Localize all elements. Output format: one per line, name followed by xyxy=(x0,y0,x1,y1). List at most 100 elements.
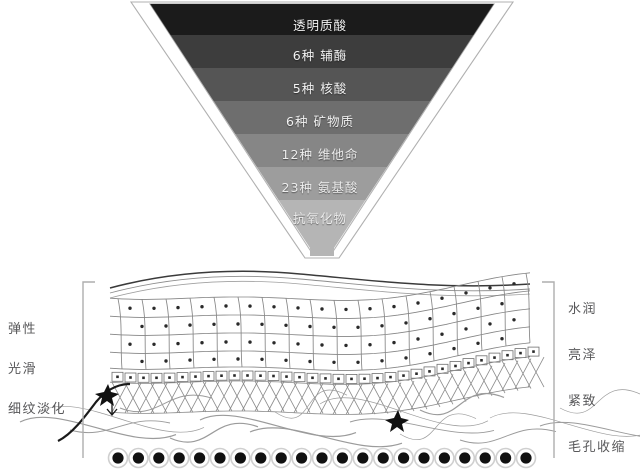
epidermis-nucleus xyxy=(512,318,516,322)
epidermis-nucleus xyxy=(176,341,180,346)
fat-cell xyxy=(189,447,210,469)
epidermis-cell-wall xyxy=(117,298,123,369)
epidermis-row-line xyxy=(109,326,531,355)
epidermis-cell-wall xyxy=(333,300,339,371)
epidermis-nucleus xyxy=(428,317,432,321)
epidermis-nucleus xyxy=(164,324,168,328)
funnel-band xyxy=(150,167,494,200)
epidermis-nucleus xyxy=(224,340,228,344)
collagen-strand xyxy=(267,381,285,412)
basal-cell xyxy=(293,372,306,383)
basal-cell xyxy=(423,366,436,377)
epidermis-nucleus xyxy=(296,342,300,346)
benefit-left-0: 弹性 xyxy=(8,322,38,337)
epidermis-nucleus xyxy=(224,304,228,308)
fat-cell xyxy=(209,447,231,469)
epidermis-cell-wall xyxy=(213,297,219,368)
funnel-band xyxy=(150,134,494,167)
basal-cell xyxy=(319,373,332,384)
fat-cell xyxy=(332,447,353,469)
basal-cell xyxy=(241,370,254,381)
benefit-right-0: 水润 xyxy=(568,302,598,317)
basal-cell xyxy=(358,373,371,384)
collagen-strand xyxy=(410,379,428,410)
epidermis-cell-wall xyxy=(525,273,531,343)
elastin-fiber xyxy=(249,427,403,448)
elastin-fiber xyxy=(419,392,505,416)
fibroblast-arrow xyxy=(106,402,118,417)
collagen-strand xyxy=(514,358,532,389)
funnel-graphic xyxy=(129,1,515,259)
epidermis-cell-wall xyxy=(189,298,195,369)
fibroblast-cell xyxy=(95,384,119,406)
epidermis-nucleus xyxy=(464,291,468,295)
epidermis-nucleus xyxy=(500,302,504,306)
epidermis-nucleus xyxy=(236,357,240,361)
epidermis-nucleus xyxy=(476,306,480,310)
epidermis-cell-wall xyxy=(165,298,171,369)
epidermis-nucleus xyxy=(320,307,324,311)
collagen-strand xyxy=(215,381,233,412)
fat-cell xyxy=(270,447,292,469)
epidermis-nucleus xyxy=(188,323,192,327)
elastin-fiber-network xyxy=(19,389,640,448)
collagen-strand xyxy=(163,382,181,414)
fat-cell xyxy=(393,447,414,469)
collagen-strand xyxy=(475,365,493,396)
epidermis-nucleus xyxy=(488,322,492,326)
collagen-strand xyxy=(436,374,454,405)
epidermis-nucleus xyxy=(308,324,312,329)
basal-cell xyxy=(527,346,540,357)
epidermis-nucleus xyxy=(212,322,216,326)
collagen-strand xyxy=(189,381,207,413)
skin-surface-line-2 xyxy=(109,275,531,294)
collagen-strand xyxy=(462,368,480,399)
basal-cell xyxy=(345,374,358,384)
collagen-strand xyxy=(111,382,129,413)
collagen-strand xyxy=(293,382,311,413)
funnel-band xyxy=(150,68,494,101)
epidermis-cell-wall xyxy=(285,298,291,369)
epidermis-nucleus xyxy=(164,359,168,363)
benefit-left-1: 光滑 xyxy=(8,362,38,377)
epidermis-nucleus xyxy=(356,325,360,329)
fat-cell xyxy=(107,447,129,469)
collagen-strand xyxy=(241,380,259,412)
basal-cell xyxy=(267,371,280,381)
epidermis-cell-wall xyxy=(477,281,483,351)
epidermis-nucleus xyxy=(512,282,516,286)
fat-cell xyxy=(168,447,190,469)
epidermis-nucleus xyxy=(260,322,264,326)
epidermis-nucleus xyxy=(392,304,396,309)
epidermis-nucleus xyxy=(428,352,432,356)
elastin-fiber xyxy=(274,389,348,419)
basal-cell xyxy=(306,372,319,383)
epidermis-cell-wall xyxy=(501,276,507,347)
fat-cell xyxy=(434,447,455,469)
epidermis-nucleus xyxy=(488,286,492,290)
basal-cell xyxy=(137,372,150,383)
epidermis-nucleus xyxy=(248,340,252,344)
epidermis-nucleus xyxy=(332,325,336,329)
collagen-strand xyxy=(332,384,350,415)
collagen-strand xyxy=(280,381,298,413)
basal-cell xyxy=(488,352,501,363)
epidermis-cell-wall xyxy=(237,296,243,368)
epidermis-row-line xyxy=(109,290,531,319)
epidermis-nucleus xyxy=(152,342,156,346)
fat-cell xyxy=(454,447,476,469)
funnel-wall-highlight-left xyxy=(149,3,311,251)
epidermis-nucleus xyxy=(248,304,252,308)
epidermis-nucleus xyxy=(200,305,204,309)
collagen-strand xyxy=(527,356,545,388)
epidermis-nucleus xyxy=(464,327,468,331)
epidermis-nucleus xyxy=(140,324,144,329)
fat-cell xyxy=(474,447,496,469)
collagen-strand xyxy=(449,371,467,402)
basal-cell xyxy=(163,372,176,383)
basal-cell xyxy=(189,371,202,382)
left-bracket xyxy=(82,281,95,458)
basal-cell xyxy=(397,370,410,381)
fat-cell xyxy=(250,447,272,469)
